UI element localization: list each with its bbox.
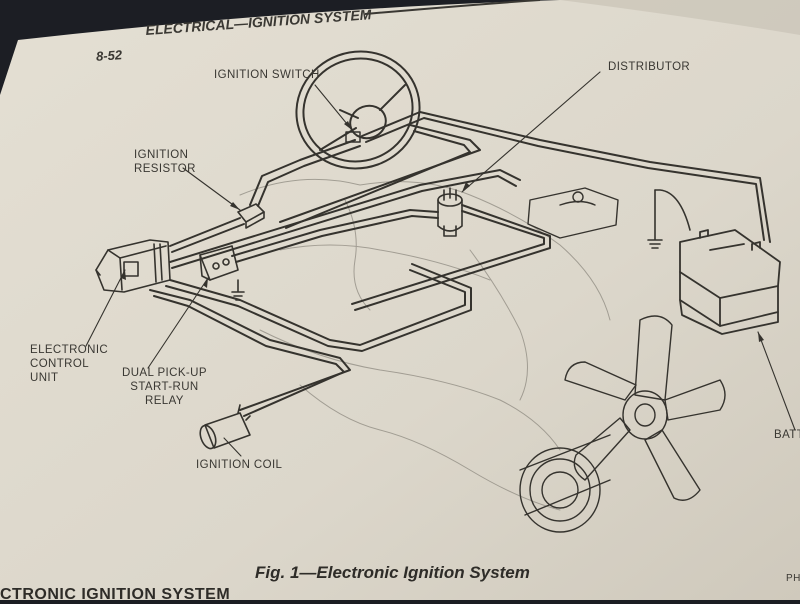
fan — [564, 315, 726, 501]
wiring-harness — [149, 111, 771, 417]
label-ignition-coil: IGNITION COIL — [196, 459, 283, 471]
label-relay-line3: RELAY — [145, 395, 184, 407]
label-start-run-relay: DUAL PICK-UP START-RUN RELAY — [122, 366, 207, 408]
label-battery: BATTE — [774, 429, 800, 441]
corner-text: PH — [786, 573, 800, 584]
label-distributor: DISTRIBUTOR — [608, 61, 691, 73]
battery — [679, 229, 781, 335]
leader-lines — [85, 71, 796, 457]
engine-sketch — [239, 178, 611, 511]
battery-ground — [647, 189, 691, 249]
label-ecu-line2: CONTROL — [30, 358, 90, 370]
footer-heading: CTRONIC IGNITION SYSTEM — [0, 586, 231, 603]
distributor — [437, 187, 463, 237]
air-cleaner — [527, 187, 619, 239]
pulleys — [519, 434, 611, 533]
label-relay-line1: DUAL PICK-UP — [122, 367, 207, 379]
electronic-control-unit — [95, 239, 171, 293]
label-ecu-line1: ELECTRONIC — [30, 344, 109, 356]
label-relay-line2: START-RUN — [130, 381, 199, 393]
steering-wheel — [295, 50, 421, 170]
label-electronic-control-unit: ELECTRONIC CONTROL UNIT — [30, 343, 108, 385]
label-ignition-resistor-line1: IGNITION — [134, 149, 189, 161]
label-ignition-switch: IGNITION SWITCH — [214, 69, 320, 81]
label-ignition-resistor-line2: RESISTOR — [134, 163, 196, 175]
ignition-coil — [199, 404, 251, 450]
label-ignition-resistor: IGNITION RESISTOR — [134, 148, 196, 176]
figure-caption: Fig. 1—Electronic Ignition System — [255, 563, 530, 582]
ignition-resistor — [237, 203, 265, 229]
label-ecu-line3: UNIT — [30, 372, 59, 384]
